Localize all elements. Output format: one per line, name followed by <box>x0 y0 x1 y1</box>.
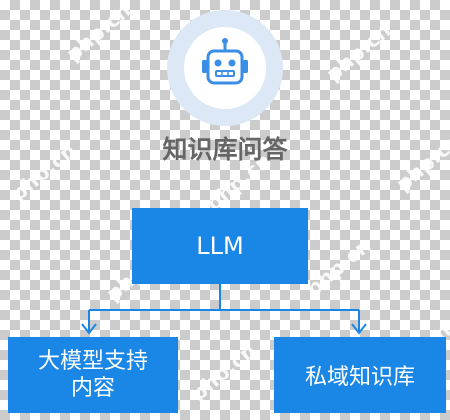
robot-icon-background <box>184 27 266 109</box>
model-support-label-line2: 内容 <box>70 376 115 401</box>
model-support-label-line1: 大模型支持 <box>37 348 148 374</box>
private-knowledge-label: 私域知识库 <box>304 365 415 390</box>
robot-icon <box>202 38 248 85</box>
robot-icon-badge <box>167 10 283 126</box>
diagram-title: 知识库问答 <box>162 135 288 164</box>
llm-node-label: LLM <box>196 232 244 260</box>
private-knowledge-node: 私域知识库 <box>274 337 446 413</box>
model-support-node: 大模型支持 内容 <box>8 337 178 413</box>
llm-node: LLM <box>132 208 308 284</box>
